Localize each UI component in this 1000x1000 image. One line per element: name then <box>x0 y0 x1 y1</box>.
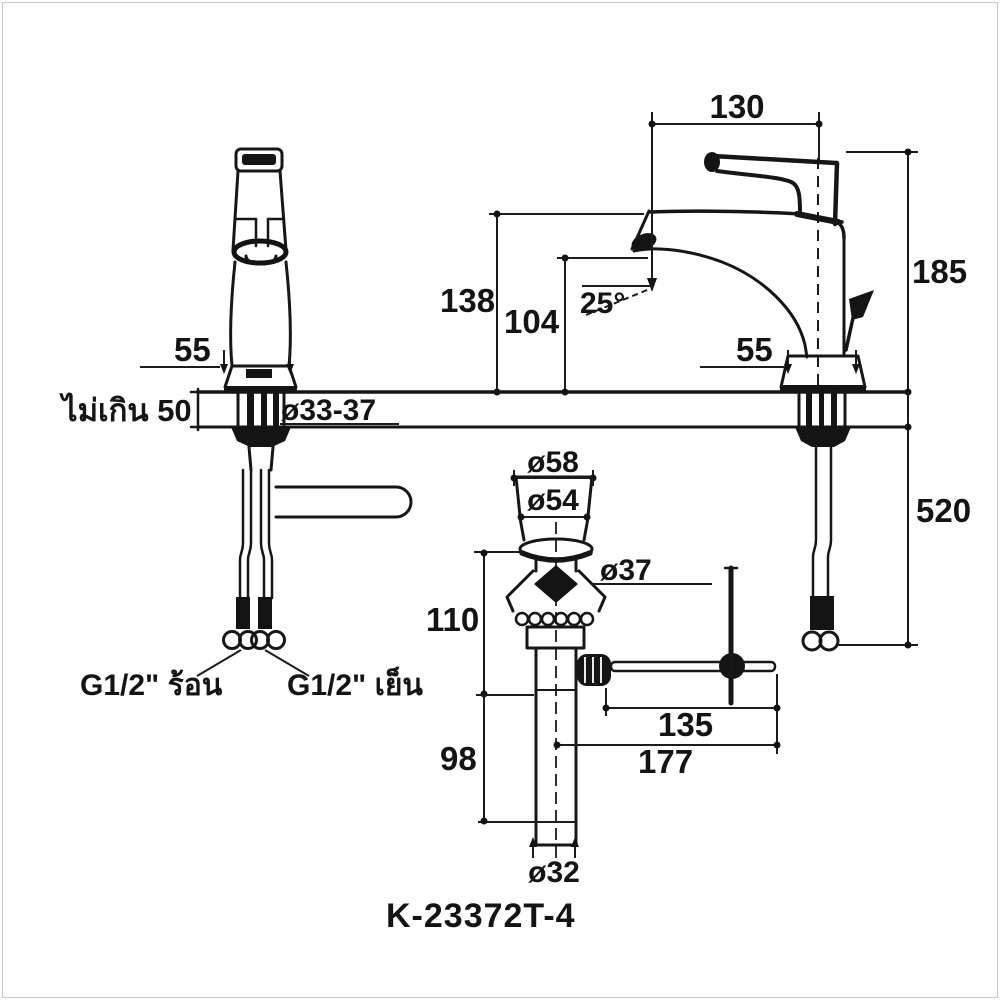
dim-dia-37: ø37 <box>591 554 712 587</box>
dia-37-label: ø37 <box>600 554 652 587</box>
hot-leader-line <box>196 649 242 677</box>
drain-lever <box>849 290 874 320</box>
dia-58-label: ø58 <box>527 446 579 479</box>
pivot-knob <box>577 654 611 686</box>
dim-185: 185 <box>846 148 967 396</box>
dim-520-label: 520 <box>916 492 971 529</box>
base-side <box>779 354 867 389</box>
dim-104: 104 <box>504 254 648 396</box>
dia-32-label: ø32 <box>528 856 580 889</box>
dim-110-label: 110 <box>426 601 479 638</box>
body-left-edge <box>229 260 237 368</box>
handle-tip <box>704 152 720 172</box>
dim-138: 138 <box>440 210 644 396</box>
model-number: K-23372T-4 <box>386 897 576 935</box>
dim-98: 98 <box>440 694 576 825</box>
popup-drain <box>505 475 777 866</box>
faucet-side-view <box>630 152 874 652</box>
dim-177: 177 <box>553 741 781 780</box>
dim-130-label: 130 <box>709 88 764 125</box>
dim-135-label: 135 <box>658 706 713 743</box>
dim-104-label: 104 <box>504 303 560 340</box>
handle-joint-ring <box>231 238 289 266</box>
spout-outlet <box>631 233 657 251</box>
dim-hole-diameter: ø33-37 <box>280 394 399 427</box>
countertop <box>189 387 907 432</box>
handle-lever-bottom <box>715 169 802 215</box>
faucet-front-view <box>196 147 413 677</box>
cold-leader-line <box>264 649 310 677</box>
dim-55-left-label: 55 <box>174 331 211 368</box>
hot-supply-label: G1/2" ร้อน <box>80 669 223 702</box>
drain-collar <box>525 625 586 650</box>
dim-55-left: 55 <box>140 331 294 374</box>
dim-98-label: 98 <box>440 740 477 777</box>
dim-185-label: 185 <box>912 253 967 290</box>
handle-lever-top <box>710 153 839 166</box>
handle-top-cap <box>234 147 284 173</box>
dimensions: 130 185 520 138 <box>59 88 971 889</box>
mounting-nut-side <box>795 427 851 447</box>
dim-520: 520 <box>838 392 971 649</box>
popup-rod-bar <box>274 485 413 519</box>
dim-177-label: 177 <box>638 743 693 780</box>
mounting-nut <box>231 427 291 447</box>
spout-underside <box>632 247 809 359</box>
dim-dia-32: ø32 <box>528 837 580 889</box>
supply-hoses-left <box>196 468 310 677</box>
dim-130: 130 <box>647 88 823 292</box>
drain-throat <box>534 565 578 603</box>
dim-110: 110 <box>426 549 523 698</box>
counter-thickness-label: ไม่เกิน 50 <box>59 392 192 428</box>
dia-54-label: ø54 <box>527 484 579 517</box>
cold-supply-label: G1/2" เย็น <box>287 666 423 702</box>
angle-25-label: 25° <box>580 287 625 320</box>
handle-slot <box>242 154 276 165</box>
dim-135: 135 <box>602 674 781 754</box>
dim-angle-25: 25° <box>580 285 653 320</box>
hole-diameter-label: ø33-37 <box>281 394 376 427</box>
drain-skirt <box>505 569 607 613</box>
horizontal-pivot-rod <box>609 660 777 673</box>
bead-row <box>514 611 595 627</box>
dim-55-right-label: 55 <box>736 331 773 368</box>
dim-dia-58: ø58 <box>510 446 597 486</box>
dim-dia-54: ø54 <box>517 484 591 521</box>
dim-55-right: 55 <box>700 331 860 374</box>
base-slot <box>246 369 272 378</box>
dim-138-label: 138 <box>440 282 495 319</box>
